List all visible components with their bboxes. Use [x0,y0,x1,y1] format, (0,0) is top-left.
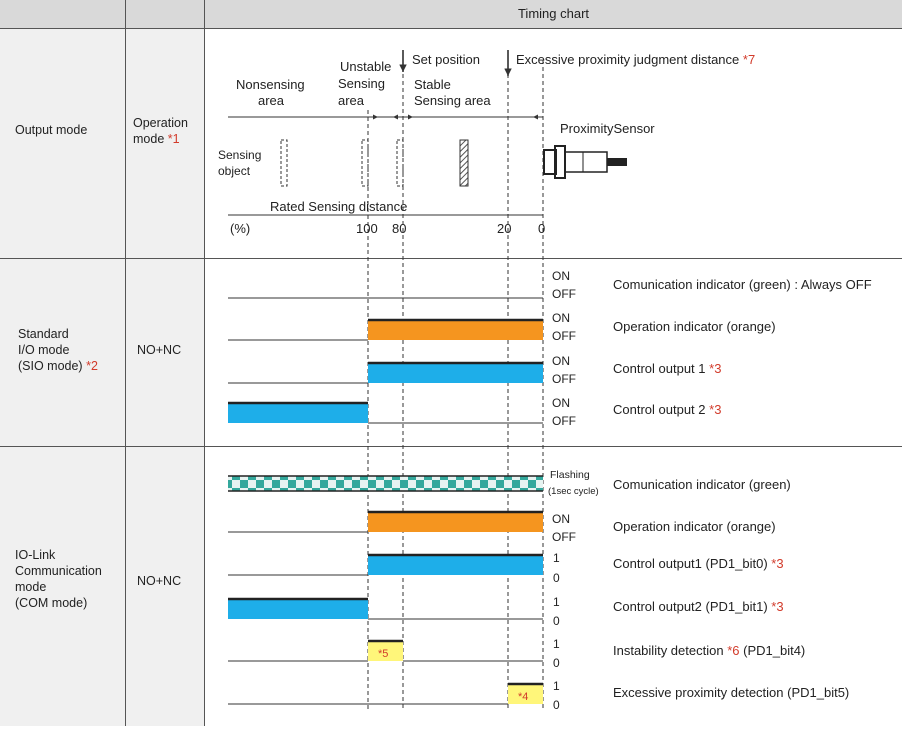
sio-operation-mode: NO+NC [137,343,182,357]
flashing-line2: (1sec cycle) [548,486,599,497]
com-mode-line1: IO-Link [15,548,56,562]
com-row5-label: Instability detection *6 (PD1_bit4) [613,643,805,658]
com-excess-bar [508,684,543,704]
com-flash-bar [228,476,543,491]
com-row5-off: 0 [553,656,560,670]
com-row2-label: Operation indicator (orange) [613,519,776,534]
sensing-object-line1: Sensing [218,148,261,162]
sensing-object-line2: object [218,164,251,178]
sio-row2-label: Operation indicator (orange) [613,319,776,334]
sio-row2-off: OFF [552,329,576,343]
unstable-line2: Sensing [338,76,385,91]
timing-chart-area: Nonsensing area Unstable Sensing area Se… [205,28,902,731]
timing-chart-svg: Nonsensing area Unstable Sensing area Se… [218,50,872,712]
operation-mode-line1: Operation [133,116,188,130]
sio-row3-label: Control output 1 *3 [613,361,721,376]
com-op-bar [368,512,543,532]
unstable-line1: Unstable [340,59,391,74]
nonsensing-line1: Nonsensing [236,77,305,92]
com-row2-on: ON [552,512,570,526]
section-divider-2 [0,446,902,447]
left-columns-bg [0,28,204,726]
stable-line1: Stable [414,77,451,92]
column-divider-1 [125,0,126,726]
sio-row1-label: Comunication indicator (green) : Always … [613,277,872,292]
stable-line2: Sensing area [414,93,491,108]
com-row3-on: 1 [553,551,560,565]
flashing-line1: Flashing [550,469,590,481]
column-divider-2 [204,0,205,726]
com-row5-on: 1 [553,637,560,651]
sio-out2-bar [228,403,368,423]
sio-row4-label: Control output 2 *3 [613,402,721,417]
section-divider-1 [0,258,902,259]
com-row4-off: 0 [553,614,560,628]
tick-80: 80 [392,221,406,236]
com-row6-on: 1 [553,679,560,693]
sio-row1-on: ON [552,269,570,283]
com-mode-line2: Communication [15,564,102,578]
com-row2-off: OFF [552,530,576,544]
sio-row1-off: OFF [552,287,576,301]
object-unstable [361,139,369,187]
tick-100: 100 [356,221,378,236]
com-row3-label: Control output1 (PD1_bit0) *3 [613,556,784,571]
unstable-line3: area [338,93,365,108]
object-set-position [396,139,404,187]
header-divider [0,28,902,29]
com-out1-bar [368,555,543,575]
sio-row4-off: OFF [552,414,576,428]
com-mode-line3: mode [15,580,47,594]
sio-row3-on: ON [552,354,570,368]
sio-op-bar [368,320,543,340]
proximity-sensor-icon [543,145,627,179]
sio-mode-line3: (SIO mode) *2 [18,359,98,373]
timing-chart-title: Timing chart [517,6,590,21]
sio-row2-on: ON [552,311,570,325]
output-mode-label: Output mode [15,123,88,137]
com-mode-line4: (COM mode) [15,596,88,610]
com-instab-bar [368,641,403,661]
header-bar [0,0,902,28]
sio-mode-line1: Standard [18,327,69,341]
box4-label: *4 [518,691,528,703]
com-row3-off: 0 [553,571,560,585]
com-row4-label: Control output2 (PD1_bit1) *3 [613,599,784,614]
sio-row4-on: ON [552,396,570,410]
sio-row3-off: OFF [552,372,576,386]
com-row1-label: Comunication indicator (green) [613,477,791,492]
com-row6-off: 0 [553,698,560,712]
com-operation-mode: NO+NC [137,574,182,588]
box5-label: *5 [378,648,388,660]
set-position-label: Set position [412,52,480,67]
rated-distance-label: Rated Sensing distance [270,199,407,214]
proximity-sensor-label: ProximitySensor [560,121,655,136]
tick-20: 20 [497,221,511,236]
object-stable [459,139,469,187]
com-row4-on: 1 [553,595,560,609]
object-nonsensing [280,139,288,187]
percent-unit: (%) [230,221,250,236]
excessive-distance-label: Excessive proximity judgment distance *7 [516,52,755,67]
sio-out1-bar [368,363,543,383]
com-row6-label: Excessive proximity detection (PD1_bit5) [613,685,849,700]
com-out2-bar [228,599,368,619]
sio-mode-line2: I/O mode [18,343,70,357]
tick-0: 0 [538,221,545,236]
operation-mode-line2: mode *1 [133,132,180,146]
nonsensing-line2: area [258,93,285,108]
